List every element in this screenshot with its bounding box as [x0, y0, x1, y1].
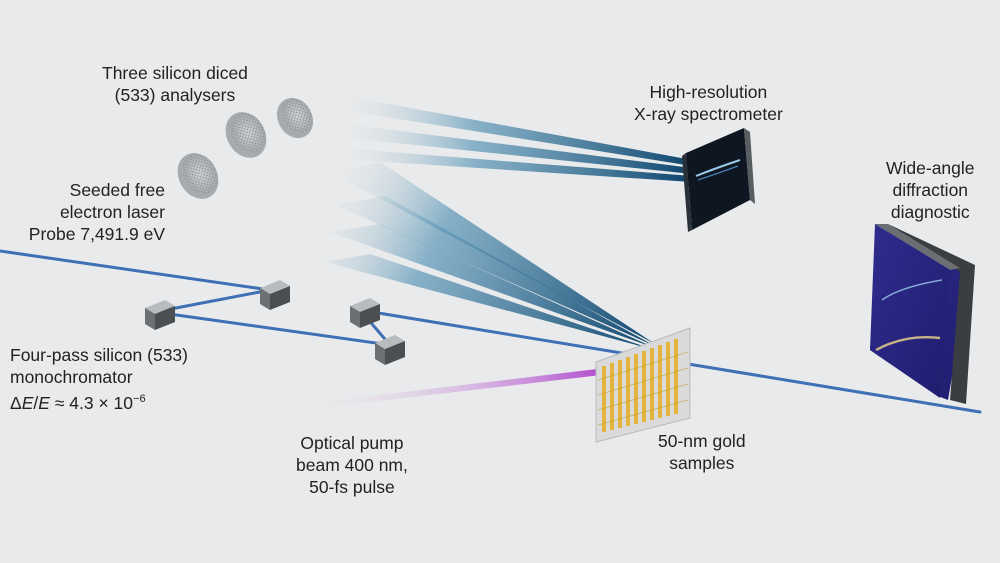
label-fel: Seeded free electron laser Probe 7,491.9…	[20, 179, 165, 245]
label-pump-line3: 50-fs pulse	[309, 477, 395, 497]
label-monochromator-resolution: ΔE/E ≈ 4.3 × 10−6	[10, 388, 188, 414]
label-fel-line1: Seeded free	[69, 180, 165, 200]
label-analysers: Three silicon diced (533) analysers	[102, 62, 248, 106]
res-delta: Δ	[10, 392, 22, 413]
label-spectrometer: High-resolution X-ray spectrometer	[634, 81, 783, 125]
label-fel-line2: electron laser	[59, 202, 165, 222]
label-pump-line2: beam 400 nm,	[296, 455, 408, 475]
res-energy-1: E	[21, 392, 34, 413]
label-samples-line1: 50-nm gold	[658, 431, 746, 451]
xray-spectrometer-detector	[682, 128, 755, 232]
label-fel-line3: Probe 7,491.9 eV	[28, 224, 165, 244]
label-monochromator: Four-pass silicon (533) monochromator ΔE…	[10, 344, 188, 414]
label-monochromator-line2: monochromator	[10, 367, 133, 387]
spectrometer-beams	[325, 96, 692, 182]
silicon-analyser-discs	[177, 97, 314, 199]
label-spectrometer-line2: X-ray spectrometer	[634, 104, 783, 124]
res-exponent: −6	[133, 393, 146, 405]
label-monochromator-line1: Four-pass silicon (533)	[10, 345, 188, 365]
label-analysers-line1: Three silicon diced	[102, 63, 248, 83]
label-diffraction-line2: diffraction	[892, 180, 969, 200]
label-samples: 50-nm gold samples	[658, 430, 746, 474]
gold-sample-holder	[595, 327, 691, 443]
label-diffraction-line1: Wide-angle	[886, 158, 975, 178]
res-value: ≈ 4.3 × 10	[49, 392, 134, 413]
label-diffraction-line3: diagnostic	[890, 202, 970, 222]
wide-angle-diffraction-detector	[870, 224, 975, 404]
label-analysers-line2: (533) analysers	[114, 85, 236, 105]
optical-pump-beam	[295, 368, 610, 410]
label-samples-line2: samples	[669, 453, 735, 473]
label-spectrometer-line1: High-resolution	[649, 82, 768, 102]
res-slash: /	[33, 392, 39, 413]
label-diffraction: Wide-angle diffraction diagnostic	[886, 157, 975, 223]
label-pump-line1: Optical pump	[300, 433, 404, 453]
scattered-beam-fan	[325, 162, 655, 350]
label-pump: Optical pump beam 400 nm, 50-fs pulse	[296, 432, 408, 498]
monochromator-crystals	[145, 280, 405, 365]
res-energy-2: E	[38, 392, 50, 413]
